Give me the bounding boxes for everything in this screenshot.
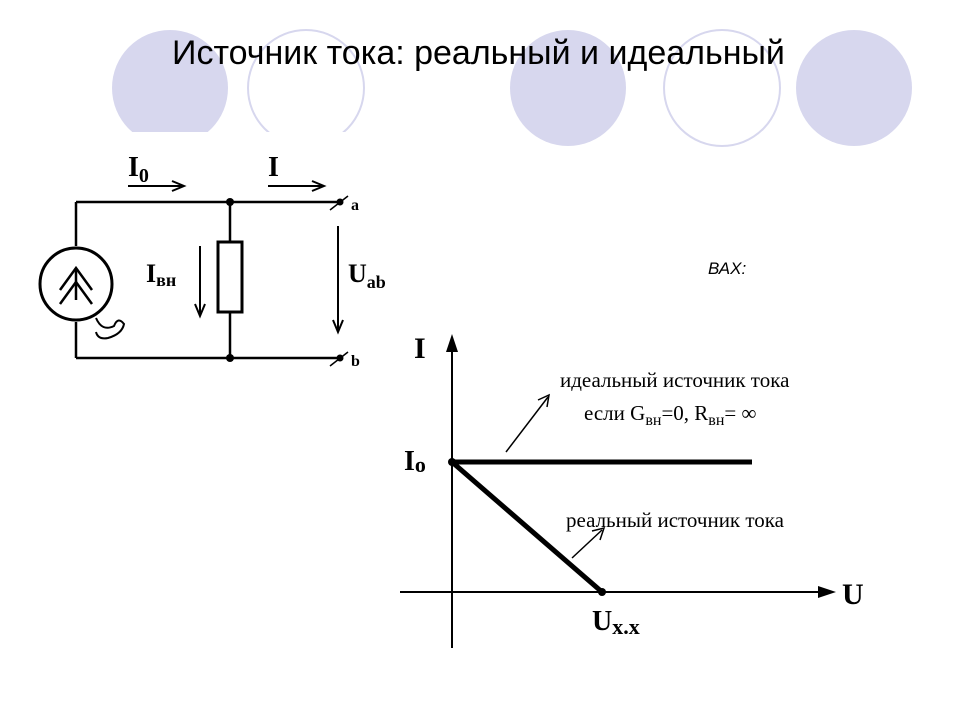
vax-label: ВАХ: [708, 259, 747, 278]
ideal-source-caption: идеальный источник тока [560, 368, 790, 392]
x-axis-label: U [842, 578, 864, 611]
label-Ivn: Iвн [146, 259, 176, 290]
terminal-b: b [351, 353, 360, 370]
terminal-a: a [351, 197, 359, 214]
real-source-line [450, 460, 604, 594]
x-axis-arrow-icon [818, 586, 836, 598]
y-intercept-label: Io [404, 446, 426, 477]
label-I0: I0 [128, 152, 149, 187]
y-axis-label: I [414, 332, 426, 365]
real-source-caption: реальный источник тока [566, 508, 785, 532]
decor-circle-3 [510, 30, 626, 146]
decor-circle-1 [112, 30, 228, 146]
label-I: I [268, 152, 279, 183]
ideal-source-condition: если Gвн=0, Rвн= ∞ [584, 401, 757, 429]
x-intercept-label: Ux.x [592, 606, 640, 639]
slide-title: Источник тока: реальный и идеальный [172, 34, 785, 72]
y-axis-arrow-icon [446, 334, 458, 352]
decor-circle-4 [663, 29, 781, 147]
current-source-icon [58, 265, 94, 305]
decor-circle-5 [796, 30, 912, 146]
label-Uab: Uab [348, 259, 386, 292]
